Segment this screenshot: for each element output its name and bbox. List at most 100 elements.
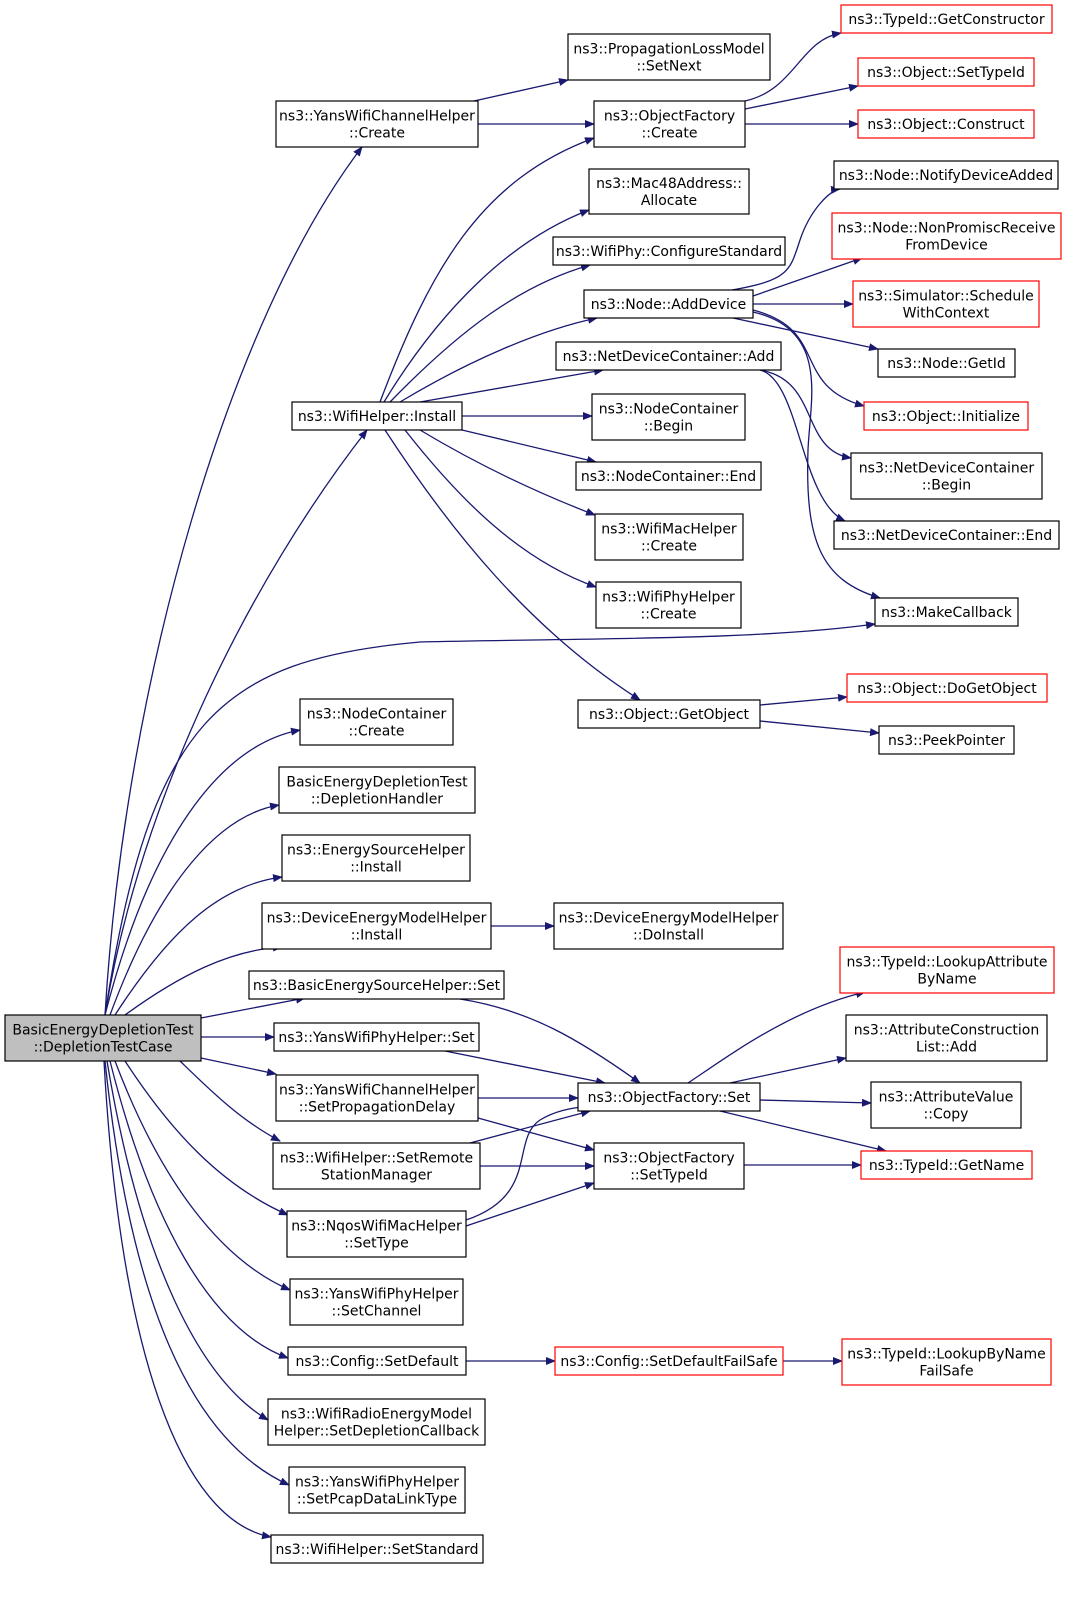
node-peekpointer[interactable]: ns3::PeekPointer <box>878 725 1015 755</box>
node-wifiradio-setdepletion[interactable]: ns3::WifiRadioEnergyModelHelper::SetDepl… <box>267 1398 486 1446</box>
node-nqosmac-settype[interactable]: ns3::NqosWifiMacHelper::SetType <box>286 1210 467 1258</box>
node-objfactory-create[interactable]: ns3::ObjectFactory::Create <box>593 100 746 148</box>
node-basicenergy-set[interactable]: ns3::BasicEnergySourceHelper::Set <box>248 970 505 1000</box>
node-box <box>287 1346 467 1376</box>
node-label-line: ns3::NqosWifiMacHelper <box>291 1219 462 1235</box>
node-netdevcont-add[interactable]: ns3::NetDeviceContainer::Add <box>555 341 782 371</box>
node-devenergy-install[interactable]: ns3::DeviceEnergyModelHelper::Install <box>261 902 492 950</box>
node-box <box>839 946 1055 994</box>
node-node-getid[interactable]: ns3::Node::GetId <box>877 348 1016 378</box>
node-label-line: ::Create <box>349 126 405 142</box>
node-devenergy-doinstall[interactable]: ns3::DeviceEnergyModelHelper::DoInstall <box>553 902 784 950</box>
node-prop-loss-setnext[interactable]: ns3::PropagationLossModel::SetNext <box>567 33 771 81</box>
node-box <box>870 1081 1022 1129</box>
node-nodecont-create[interactable]: ns3::NodeContainer::Create <box>299 698 454 746</box>
call-edge-root-to-depletionhandler <box>109 802 280 1016</box>
call-edge-root-to-nodecont_create <box>104 727 301 1016</box>
node-label-line: ::Create <box>349 724 405 740</box>
node-box <box>841 1338 1052 1386</box>
node-objfactory-set[interactable]: ns3::ObjectFactory::Set <box>577 1082 761 1112</box>
call-edge-node_adddevice-to-node_getid <box>732 317 879 352</box>
node-config-setdefault[interactable]: ns3::Config::SetDefault <box>287 1346 467 1376</box>
node-box <box>583 289 754 319</box>
node-object-initialize[interactable]: ns3::Object::Initialize <box>863 401 1029 431</box>
node-object-settypeid[interactable]: ns3::Object::SetTypeId <box>857 57 1035 87</box>
node-netdevcont-begin[interactable]: ns3::NetDeviceContainer::Begin <box>850 452 1043 500</box>
call-edge-root-to-wifihelper_setremote <box>179 1060 281 1142</box>
node-wifiphy-configstd[interactable]: ns3::WifiPhy::ConfigureStandard <box>552 236 786 266</box>
call-edge-node_adddevice-to-makecallback <box>752 311 881 600</box>
node-object-dogetobject[interactable]: ns3::Object::DoGetObject <box>846 673 1048 703</box>
node-box <box>845 1014 1048 1062</box>
call-edge-wifihelper_install-to-wifiphy_configstd <box>389 263 591 403</box>
node-box <box>840 4 1053 34</box>
node-yanschannel-setprop[interactable]: ns3::YansWifiChannelHelper::SetPropagati… <box>275 1074 479 1122</box>
node-label-line: ns3::Mac48Address:: <box>596 176 742 192</box>
call-edge-nqosmac_settype-to-objfactory_settypeid <box>465 1182 595 1227</box>
node-depletionhandler[interactable]: BasicEnergyDepletionTest::DepletionHandl… <box>278 766 476 814</box>
node-attrvalue-copy[interactable]: ns3::AttributeValue::Copy <box>870 1081 1022 1129</box>
node-root[interactable]: BasicEnergyDepletionTest::DepletionTestC… <box>4 1014 202 1062</box>
node-label-line: ns3::ObjectFactory::Set <box>588 1090 751 1106</box>
node-wifimac-create[interactable]: ns3::WifiMacHelper::Create <box>594 513 744 561</box>
node-config-setdefaultfailsafe[interactable]: ns3::Config::SetDefaultFailSafe <box>554 1346 784 1376</box>
call-edge-nqosmac_settype-to-objfactory_set <box>465 1102 591 1221</box>
node-box <box>593 100 746 148</box>
node-nodecont-begin[interactable]: ns3::NodeContainer::Begin <box>591 393 746 441</box>
call-edge-objfactory_create-to-object_settypeid <box>744 83 859 110</box>
node-node-adddevice[interactable]: ns3::Node::AddDevice <box>583 289 754 319</box>
node-wifihelper-install[interactable]: ns3::WifiHelper::Install <box>291 401 463 431</box>
node-yansphy-setpcap[interactable]: ns3::YansWifiPhyHelper::SetPcapDataLinkT… <box>288 1466 466 1514</box>
node-mac48-allocate[interactable]: ns3::Mac48Address::Allocate <box>588 168 750 215</box>
node-label-line: ::SetChannel <box>332 1304 422 1320</box>
node-label-line: ns3::PropagationLossModel <box>573 42 764 58</box>
call-edge-wifihelper_install-to-node_adddevice <box>399 315 598 403</box>
node-nodecont-end[interactable]: ns3::NodeContainer::End <box>575 461 762 491</box>
call-edge-root-to-wifihelper_install <box>104 429 368 1016</box>
node-box <box>874 597 1019 627</box>
node-label-line: ns3::NetDeviceContainer::End <box>841 528 1052 544</box>
call-edge-wifihelper_setremote-to-objfactory_set <box>469 1109 591 1144</box>
node-object-getobject[interactable]: ns3::Object::GetObject <box>577 699 761 729</box>
node-netdevcont-end[interactable]: ns3::NetDeviceContainer::End <box>833 520 1060 550</box>
node-yans-channel-create[interactable]: ns3::YansWifiChannelHelper::Create <box>275 100 479 148</box>
node-yansphy-setchannel[interactable]: ns3::YansWifiPhyHelper::SetChannel <box>289 1278 464 1326</box>
node-typeid-getconstructor[interactable]: ns3::TypeId::GetConstructor <box>840 4 1053 34</box>
node-label-line: ns3::MakeCallback <box>881 605 1013 621</box>
node-box <box>291 401 463 431</box>
call-edge-objfactory_set-to-attrvalue_copy <box>759 1098 872 1107</box>
call-edge-root-to-yanschannel_setprop <box>200 1057 277 1077</box>
node-label-line: ns3::EnergySourceHelper <box>287 843 465 859</box>
node-label-line: ns3::Object::SetTypeId <box>867 65 1025 81</box>
node-wifihelper-setstandard[interactable]: ns3::WifiHelper::SetStandard <box>270 1534 484 1564</box>
node-makecallback[interactable]: ns3::MakeCallback <box>874 597 1019 627</box>
node-box <box>4 1014 202 1062</box>
node-wifiphyhelper-create[interactable]: ns3::WifiPhyHelper::Create <box>595 581 742 629</box>
node-object-construct[interactable]: ns3::Object::Construct <box>857 109 1035 139</box>
node-energysource-install[interactable]: ns3::EnergySourceHelper::Install <box>281 834 471 882</box>
call-edge-basicenergy_set-to-objfactory_set <box>459 998 641 1084</box>
call-edge-node_adddevice-to-node_nonpromisc <box>752 257 863 297</box>
node-yansphy-set[interactable]: ns3::YansWifiPhyHelper::Set <box>273 1022 480 1052</box>
node-typeid-getname[interactable]: ns3::TypeId::GetName <box>860 1150 1033 1180</box>
node-label-line: ::SetPcapDataLinkType <box>297 1492 457 1508</box>
node-box <box>877 348 1016 378</box>
node-box <box>275 1074 479 1122</box>
node-box <box>553 902 784 950</box>
node-label-line: ::SetNext <box>636 59 702 75</box>
nodes-layer: BasicEnergyDepletionTest::DepletionTestC… <box>4 4 1062 1564</box>
call-edge-yans_channel_create-to-prop_loss_setnext <box>473 78 569 102</box>
node-label-line: ns3::Config::SetDefault <box>295 1354 459 1370</box>
node-label-line: ns3::WifiHelper::Install <box>298 409 456 425</box>
node-box <box>278 766 476 814</box>
node-node-notifydeviceadded[interactable]: ns3::Node::NotifyDeviceAdded <box>833 160 1059 190</box>
call-edge-object_getobject-to-peekpointer <box>759 720 880 737</box>
node-objfactory-settypeid[interactable]: ns3::ObjectFactory::SetTypeId <box>593 1142 745 1190</box>
node-label-line: FailSafe <box>919 1364 973 1380</box>
